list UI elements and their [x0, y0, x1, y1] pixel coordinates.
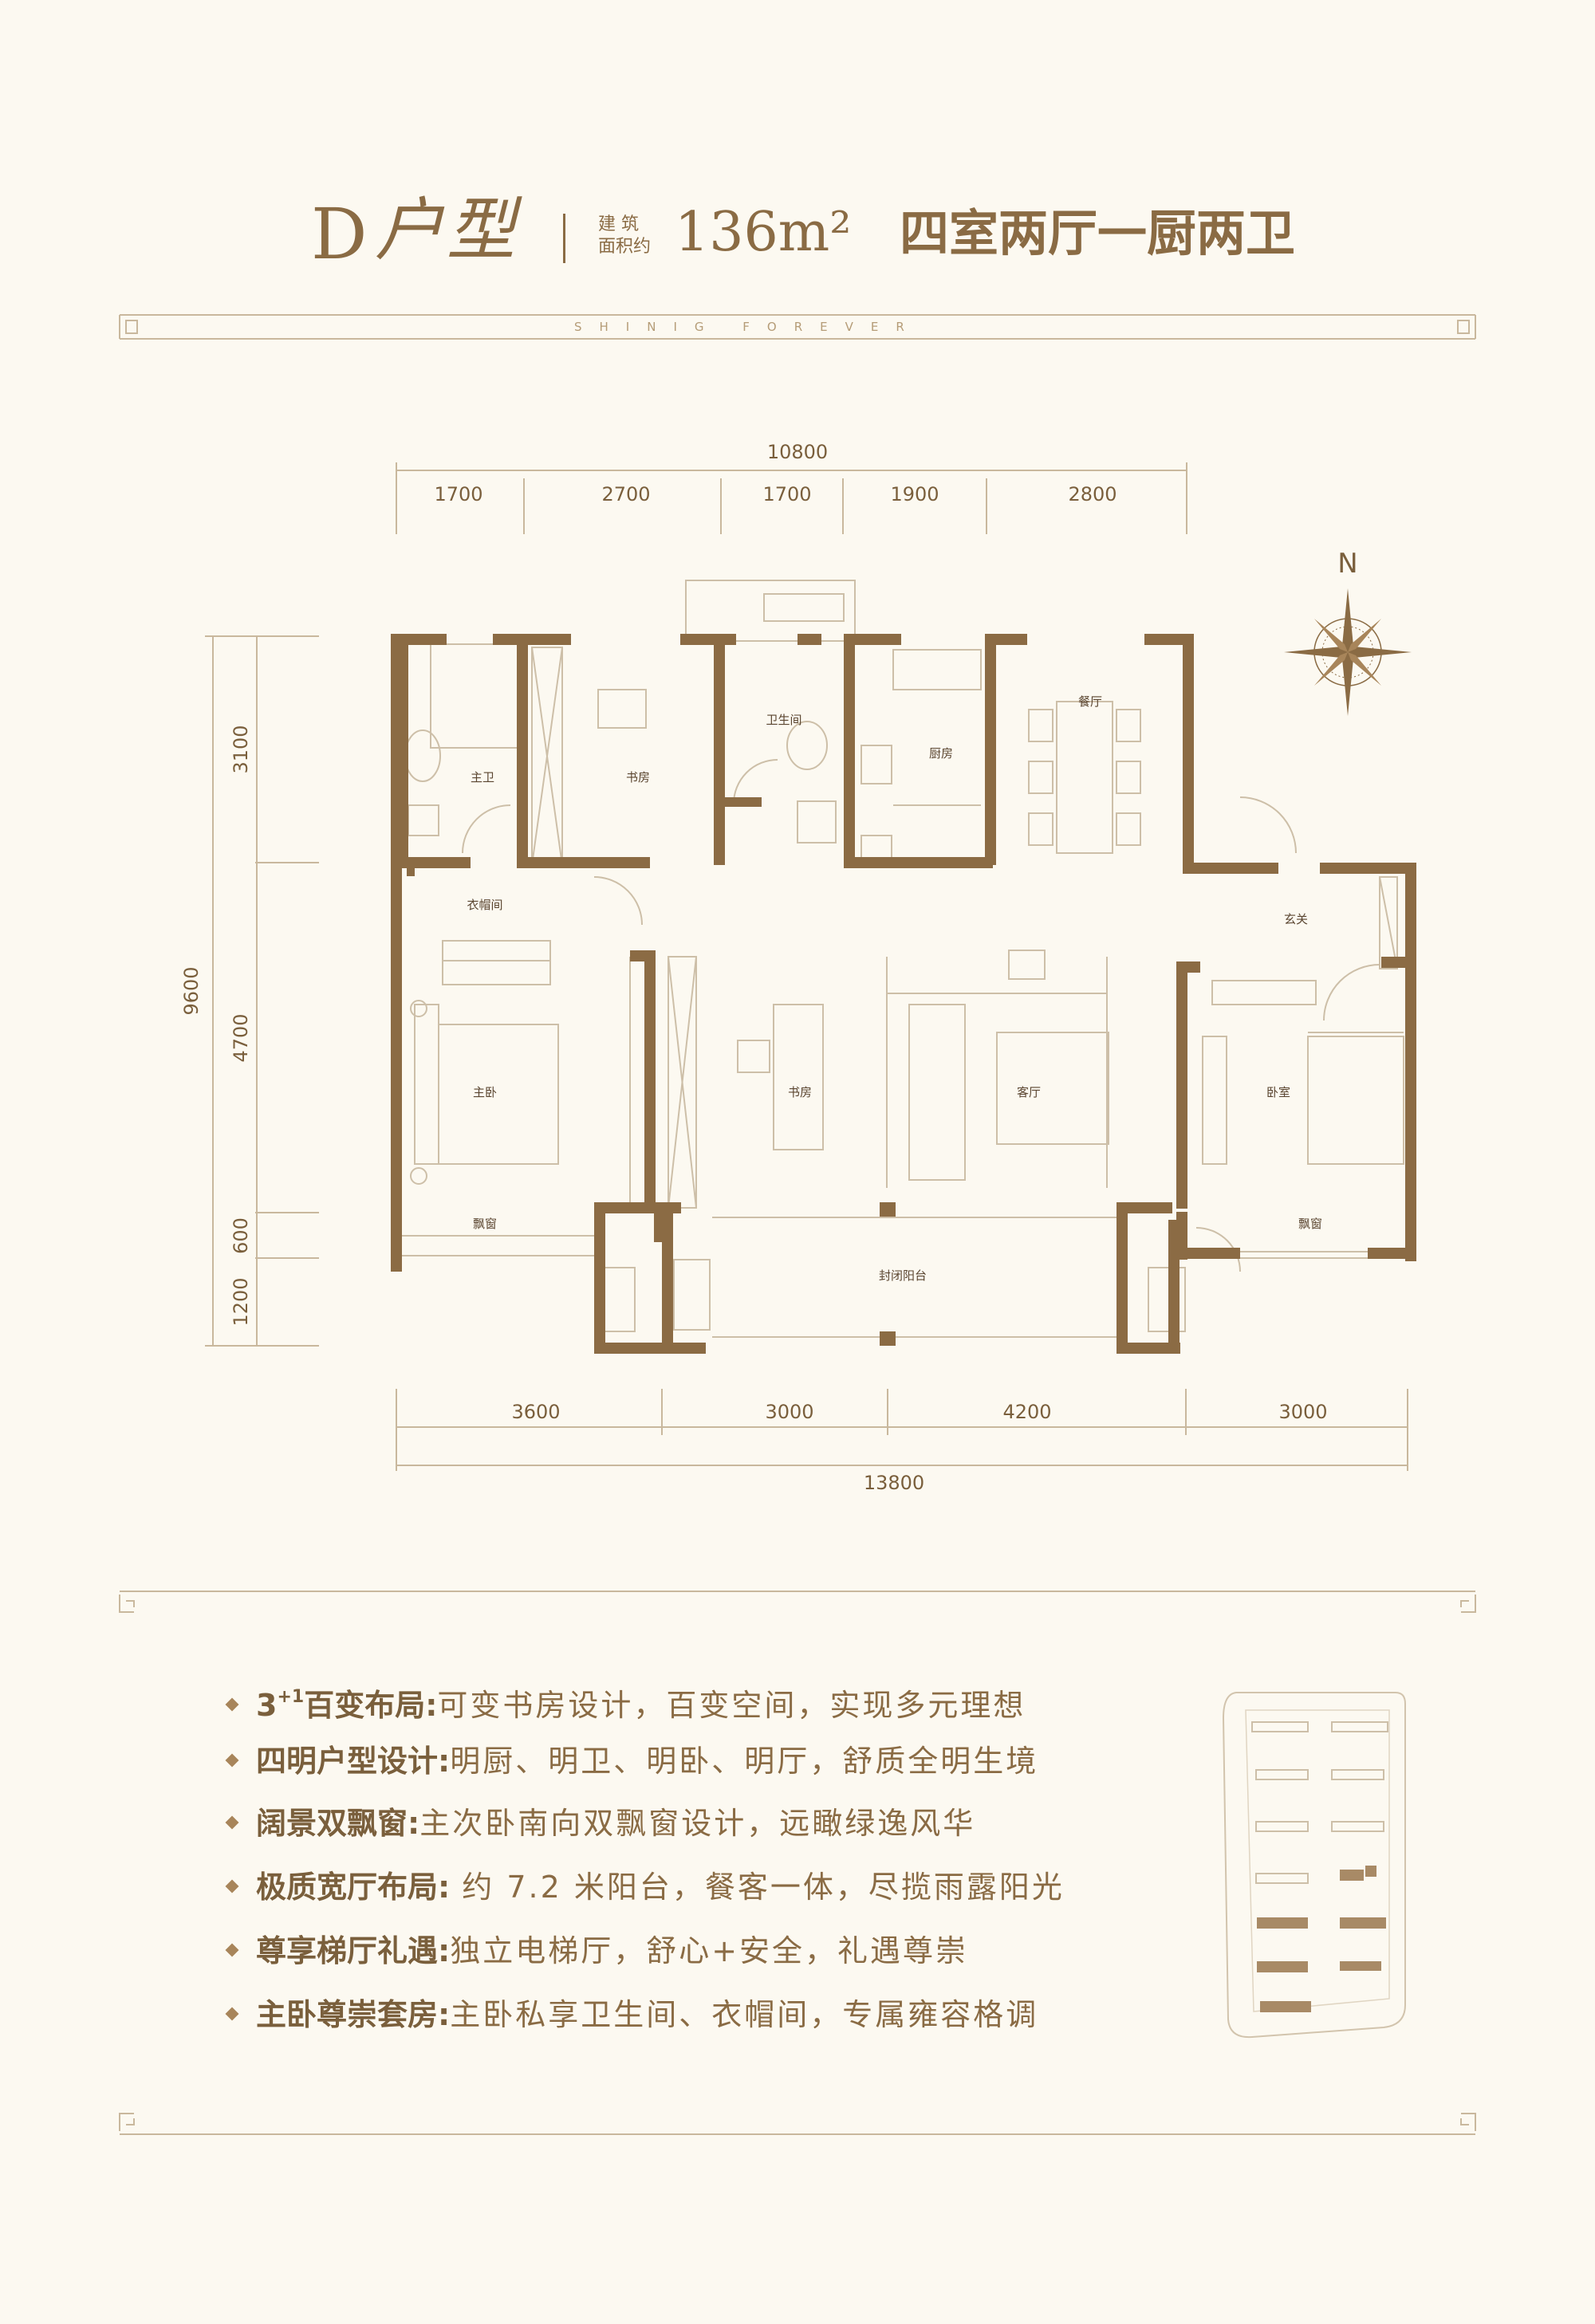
room-living: 客厅 [1017, 1085, 1041, 1099]
left-total-dim: 9600 [180, 966, 203, 1015]
feature-title-pre: 3 [256, 1688, 278, 1723]
room-bedroom: 卧室 [1266, 1085, 1290, 1099]
room-balcony: 封闭阳台 [879, 1268, 927, 1283]
top-dim-3: 1700 [762, 483, 811, 505]
feature-desc: 约 7.2 米阳台，餐客一体，尽揽雨露阳光 [450, 1870, 1065, 1905]
diamond-bullet-icon [225, 1815, 239, 1829]
room-dining: 餐厅 [1078, 694, 1102, 709]
area-label-line1: 建 筑 [598, 214, 639, 234]
room-master-bath: 主卫 [471, 770, 494, 784]
feature-desc: 主次卧南向双飘窗设计，远瞰绿逸风华 [419, 1806, 976, 1841]
feature-title: 尊享梯厅礼遇: [256, 1933, 451, 1968]
room-bay-right: 飘窗 [1298, 1217, 1322, 1231]
bottom-dim-2: 3000 [765, 1401, 813, 1423]
area-label: 建 筑 面积约 [598, 214, 651, 258]
top-total-dim: 10800 [767, 441, 828, 463]
compass-icon [1284, 588, 1412, 716]
bottom-total-dim: 13800 [864, 1472, 924, 1494]
left-dim-3: 600 [230, 1217, 252, 1254]
top-dim-5: 2800 [1068, 483, 1116, 505]
feature-title: 主卧尊崇套房: [256, 1997, 451, 2032]
diamond-bullet-icon [225, 1753, 239, 1767]
top-dim-4: 1900 [890, 483, 939, 505]
feature-desc: 主卧私享卫生间、衣帽间，专属雍容格调 [450, 1997, 1039, 2032]
feature-desc: 明厨、明卫、明卧、明厅，舒质全明生境 [450, 1744, 1039, 1779]
walls [391, 634, 1416, 1354]
bottom-dim-3: 4200 [1002, 1401, 1051, 1423]
title-divider [563, 214, 565, 263]
unit-type: 户型 [375, 191, 518, 270]
room-cloakroom: 衣帽间 [467, 898, 502, 912]
top-dim-1: 1700 [434, 483, 482, 505]
top-dim-2: 2700 [601, 483, 650, 505]
room-study-top: 书房 [626, 770, 650, 784]
room-master-bedroom: 主卧 [473, 1085, 497, 1099]
diamond-bullet-icon [225, 1697, 239, 1711]
feature-desc: 可变书房设计，百变空间，实现多元理想 [437, 1688, 1026, 1723]
bottom-dim-4: 3000 [1278, 1401, 1327, 1423]
feature-title: 阔景双飘窗: [256, 1806, 420, 1841]
feature-desc: 独立电梯厅，舒心+安全，礼遇尊崇 [450, 1933, 969, 1968]
feature-item-2: 四明户型设计:明厨、明卫、明卧、明厅，舒质全明生境 [225, 1744, 1039, 1779]
unit-letter: D [311, 193, 368, 275]
site-key-plan [1222, 1692, 1406, 2039]
room-study-mid: 书房 [788, 1085, 812, 1099]
feature-title: 极质宽厅布局: [256, 1870, 451, 1905]
feature-item-6: 主卧尊崇套房:主卧私享卫生间、衣帽间，专属雍容格调 [225, 1997, 1039, 2032]
left-dim-1: 3100 [230, 725, 252, 773]
banner-text: SHINIG FOREVER [574, 320, 922, 334]
area-value: 136m² [675, 201, 852, 264]
compass-label: N [1337, 548, 1357, 580]
feature-title: 四明户型设计: [256, 1744, 451, 1779]
diamond-bullet-icon [225, 1943, 239, 1956]
interior-fixtures [391, 580, 1412, 1338]
diamond-bullet-icon [225, 1879, 239, 1893]
area-label-line2: 面积约 [598, 237, 652, 257]
floor-plan: 10800 1700 2700 1700 1900 2800 3600 3000… [180, 441, 1416, 1494]
dimension-lines [205, 462, 1408, 1471]
feature-item-1: 3+1百变布局:可变书房设计，百变空间，实现多元理想 [225, 1687, 1026, 1723]
left-dim-4: 1200 [230, 1277, 252, 1326]
left-dim-2: 4700 [230, 1013, 252, 1062]
diamond-bullet-icon [225, 2007, 239, 2020]
room-kitchen: 厨房 [929, 746, 953, 761]
feature-item-5: 尊享梯厅礼遇:独立电梯厅，舒心+安全，礼遇尊崇 [225, 1933, 969, 1968]
feature-item-4: 极质宽厅布局: 约 7.2 米阳台，餐客一体，尽揽雨露阳光 [225, 1870, 1065, 1905]
layout-summary: 四室两厅一厨两卫 [900, 204, 1296, 262]
room-foyer: 玄关 [1284, 912, 1308, 926]
room-bay-left: 飘窗 [473, 1217, 497, 1231]
feature-title: 百变布局: [304, 1688, 438, 1723]
feature-item-3: 阔景双飘窗:主次卧南向双飘窗设计，远瞰绿逸风华 [225, 1806, 976, 1841]
feature-title-sup: +1 [277, 1687, 305, 1707]
bottom-dim-1: 3600 [511, 1401, 560, 1423]
room-bathroom: 卫生间 [766, 713, 801, 727]
